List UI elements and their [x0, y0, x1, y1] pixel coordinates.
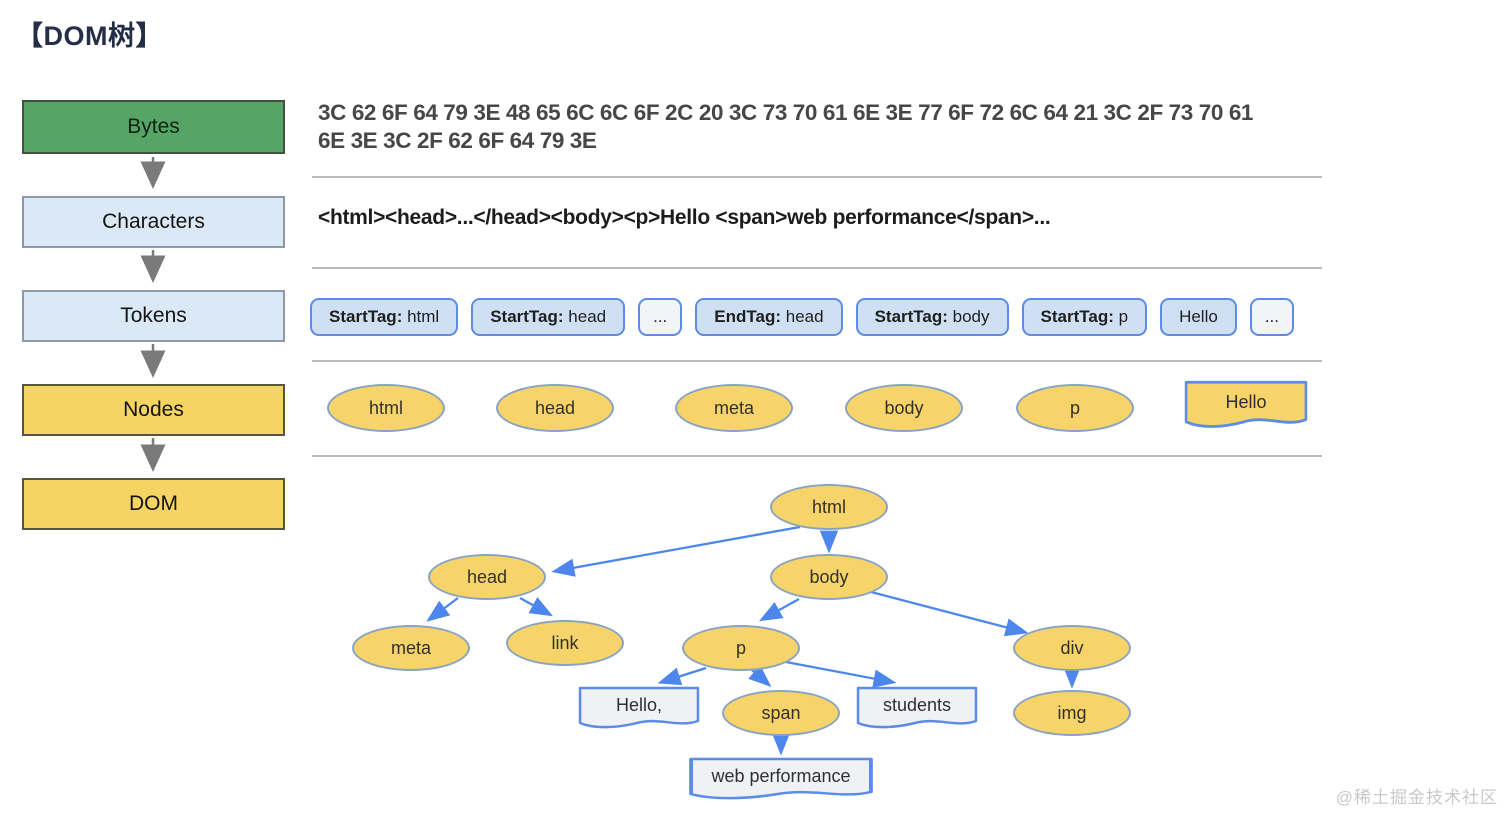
tree-node-label: students: [882, 695, 952, 715]
row-separator: [312, 267, 1322, 269]
tree-node-label: body: [809, 566, 849, 587]
token-value: Hello: [1179, 307, 1218, 326]
tree-node-meta: meta: [352, 625, 470, 671]
row-separator: [312, 360, 1322, 362]
node-label: Hello: [1225, 392, 1267, 412]
token-value: ...: [653, 307, 668, 326]
flag-shape-icon: [856, 686, 978, 729]
node-label: p: [1069, 397, 1080, 418]
pipeline-stage-label: Nodes: [123, 398, 184, 421]
node-label: meta: [713, 397, 755, 418]
tree-node-span: span: [722, 690, 840, 736]
watermark: @稀土掘金技术社区: [1335, 788, 1498, 807]
node-label: html: [368, 397, 403, 418]
node-label: body: [884, 397, 924, 418]
row-separator: [312, 176, 1322, 178]
tree-node-label: meta: [390, 637, 432, 658]
node-p: p: [1016, 384, 1134, 432]
page-title: 【DOM树】: [16, 21, 163, 51]
token-ellipsis: ...: [1249, 298, 1294, 336]
flag-shape-icon: [689, 757, 873, 800]
tree-node-label: img: [1057, 702, 1087, 723]
row-separator: [312, 455, 1322, 457]
tree-node-img: img: [1013, 690, 1131, 736]
flag-shape-icon: [578, 686, 700, 729]
pipeline-stage-label: Tokens: [120, 304, 187, 327]
tree-node-link: link: [506, 620, 624, 666]
flag-shape-icon: [1184, 380, 1308, 428]
token-value: head: [563, 307, 607, 326]
characters-markup-string: <html><head>...</head><body><p>Hello <sp…: [318, 206, 1051, 229]
node-html: html: [327, 384, 445, 432]
tree-node-html: html: [770, 484, 888, 530]
tree-node-label: html: [811, 496, 846, 517]
node-head: head: [496, 384, 614, 432]
tree-node-label: link: [551, 632, 579, 653]
pipeline-stage-nodes: Nodes: [22, 384, 285, 436]
bytes-hex-line2: 6E 3E 3C 2F 62 6F 64 79 3E: [318, 128, 597, 153]
token-label: StartTag:: [874, 307, 948, 326]
token-label: StartTag:: [490, 307, 564, 326]
tree-node-head: head: [428, 554, 546, 600]
node-label: head: [534, 397, 576, 418]
tree-textnode-students: students: [856, 686, 978, 732]
pipeline-stage-label: DOM: [129, 492, 178, 515]
tree-node-label: Hello,: [615, 695, 663, 715]
tree-node-label: web performance: [711, 766, 851, 786]
pipeline-stage-dom: DOM: [22, 478, 285, 530]
token-starttag-body: StartTag: body: [855, 298, 1009, 336]
tree-node-p: p: [682, 625, 800, 671]
tree-node-label: div: [1060, 637, 1084, 658]
tree-node-div: div: [1013, 625, 1131, 671]
token-value: html: [402, 307, 440, 326]
token-value: ...: [1264, 307, 1279, 326]
token-value: head: [781, 307, 824, 326]
pipeline-stage-label: Bytes: [127, 115, 180, 138]
token-starttag-html: StartTag: html: [310, 298, 459, 336]
token-label: StartTag:: [329, 307, 403, 326]
tree-node-label: p: [735, 637, 746, 658]
tree-node-body: body: [770, 554, 888, 600]
bytes-hex-line1: 3C 62 6F 64 79 3E 48 65 6C 6C 6F 2C 20 3…: [318, 100, 1254, 125]
tree-textnode-web-performance: web performance: [688, 757, 874, 803]
tree-node-label: head: [466, 566, 508, 587]
token-label: EndTag:: [714, 307, 782, 326]
node-body: body: [845, 384, 963, 432]
token-starttag-head: StartTag: head: [471, 298, 626, 336]
token-ellipsis: ...: [638, 298, 683, 336]
tree-node-label: span: [761, 702, 801, 723]
bytes-hex-stream: 3C 62 6F 64 79 3E 48 65 6C 6C 6F 2C 20 3…: [318, 99, 1278, 155]
pipeline-stage-characters: Characters: [22, 196, 285, 248]
node-hello-textnode: Hello: [1184, 380, 1308, 432]
pipeline-stage-label: Characters: [102, 210, 205, 233]
token-hello: Hello: [1160, 298, 1237, 336]
token-value: p: [1113, 307, 1129, 326]
token-label: StartTag:: [1040, 307, 1114, 326]
node-meta: meta: [675, 384, 793, 432]
pipeline-stage-tokens: Tokens: [22, 290, 285, 342]
pipeline-stage-bytes: Bytes: [22, 100, 285, 154]
token-endtag-head: EndTag: head: [695, 298, 843, 336]
token-value: body: [947, 307, 990, 326]
tokens-row: StartTag: html StartTag: head ... EndTag…: [310, 298, 1294, 336]
token-starttag-p: StartTag: p: [1021, 298, 1148, 336]
tree-textnode-hello: Hello,: [578, 686, 700, 732]
